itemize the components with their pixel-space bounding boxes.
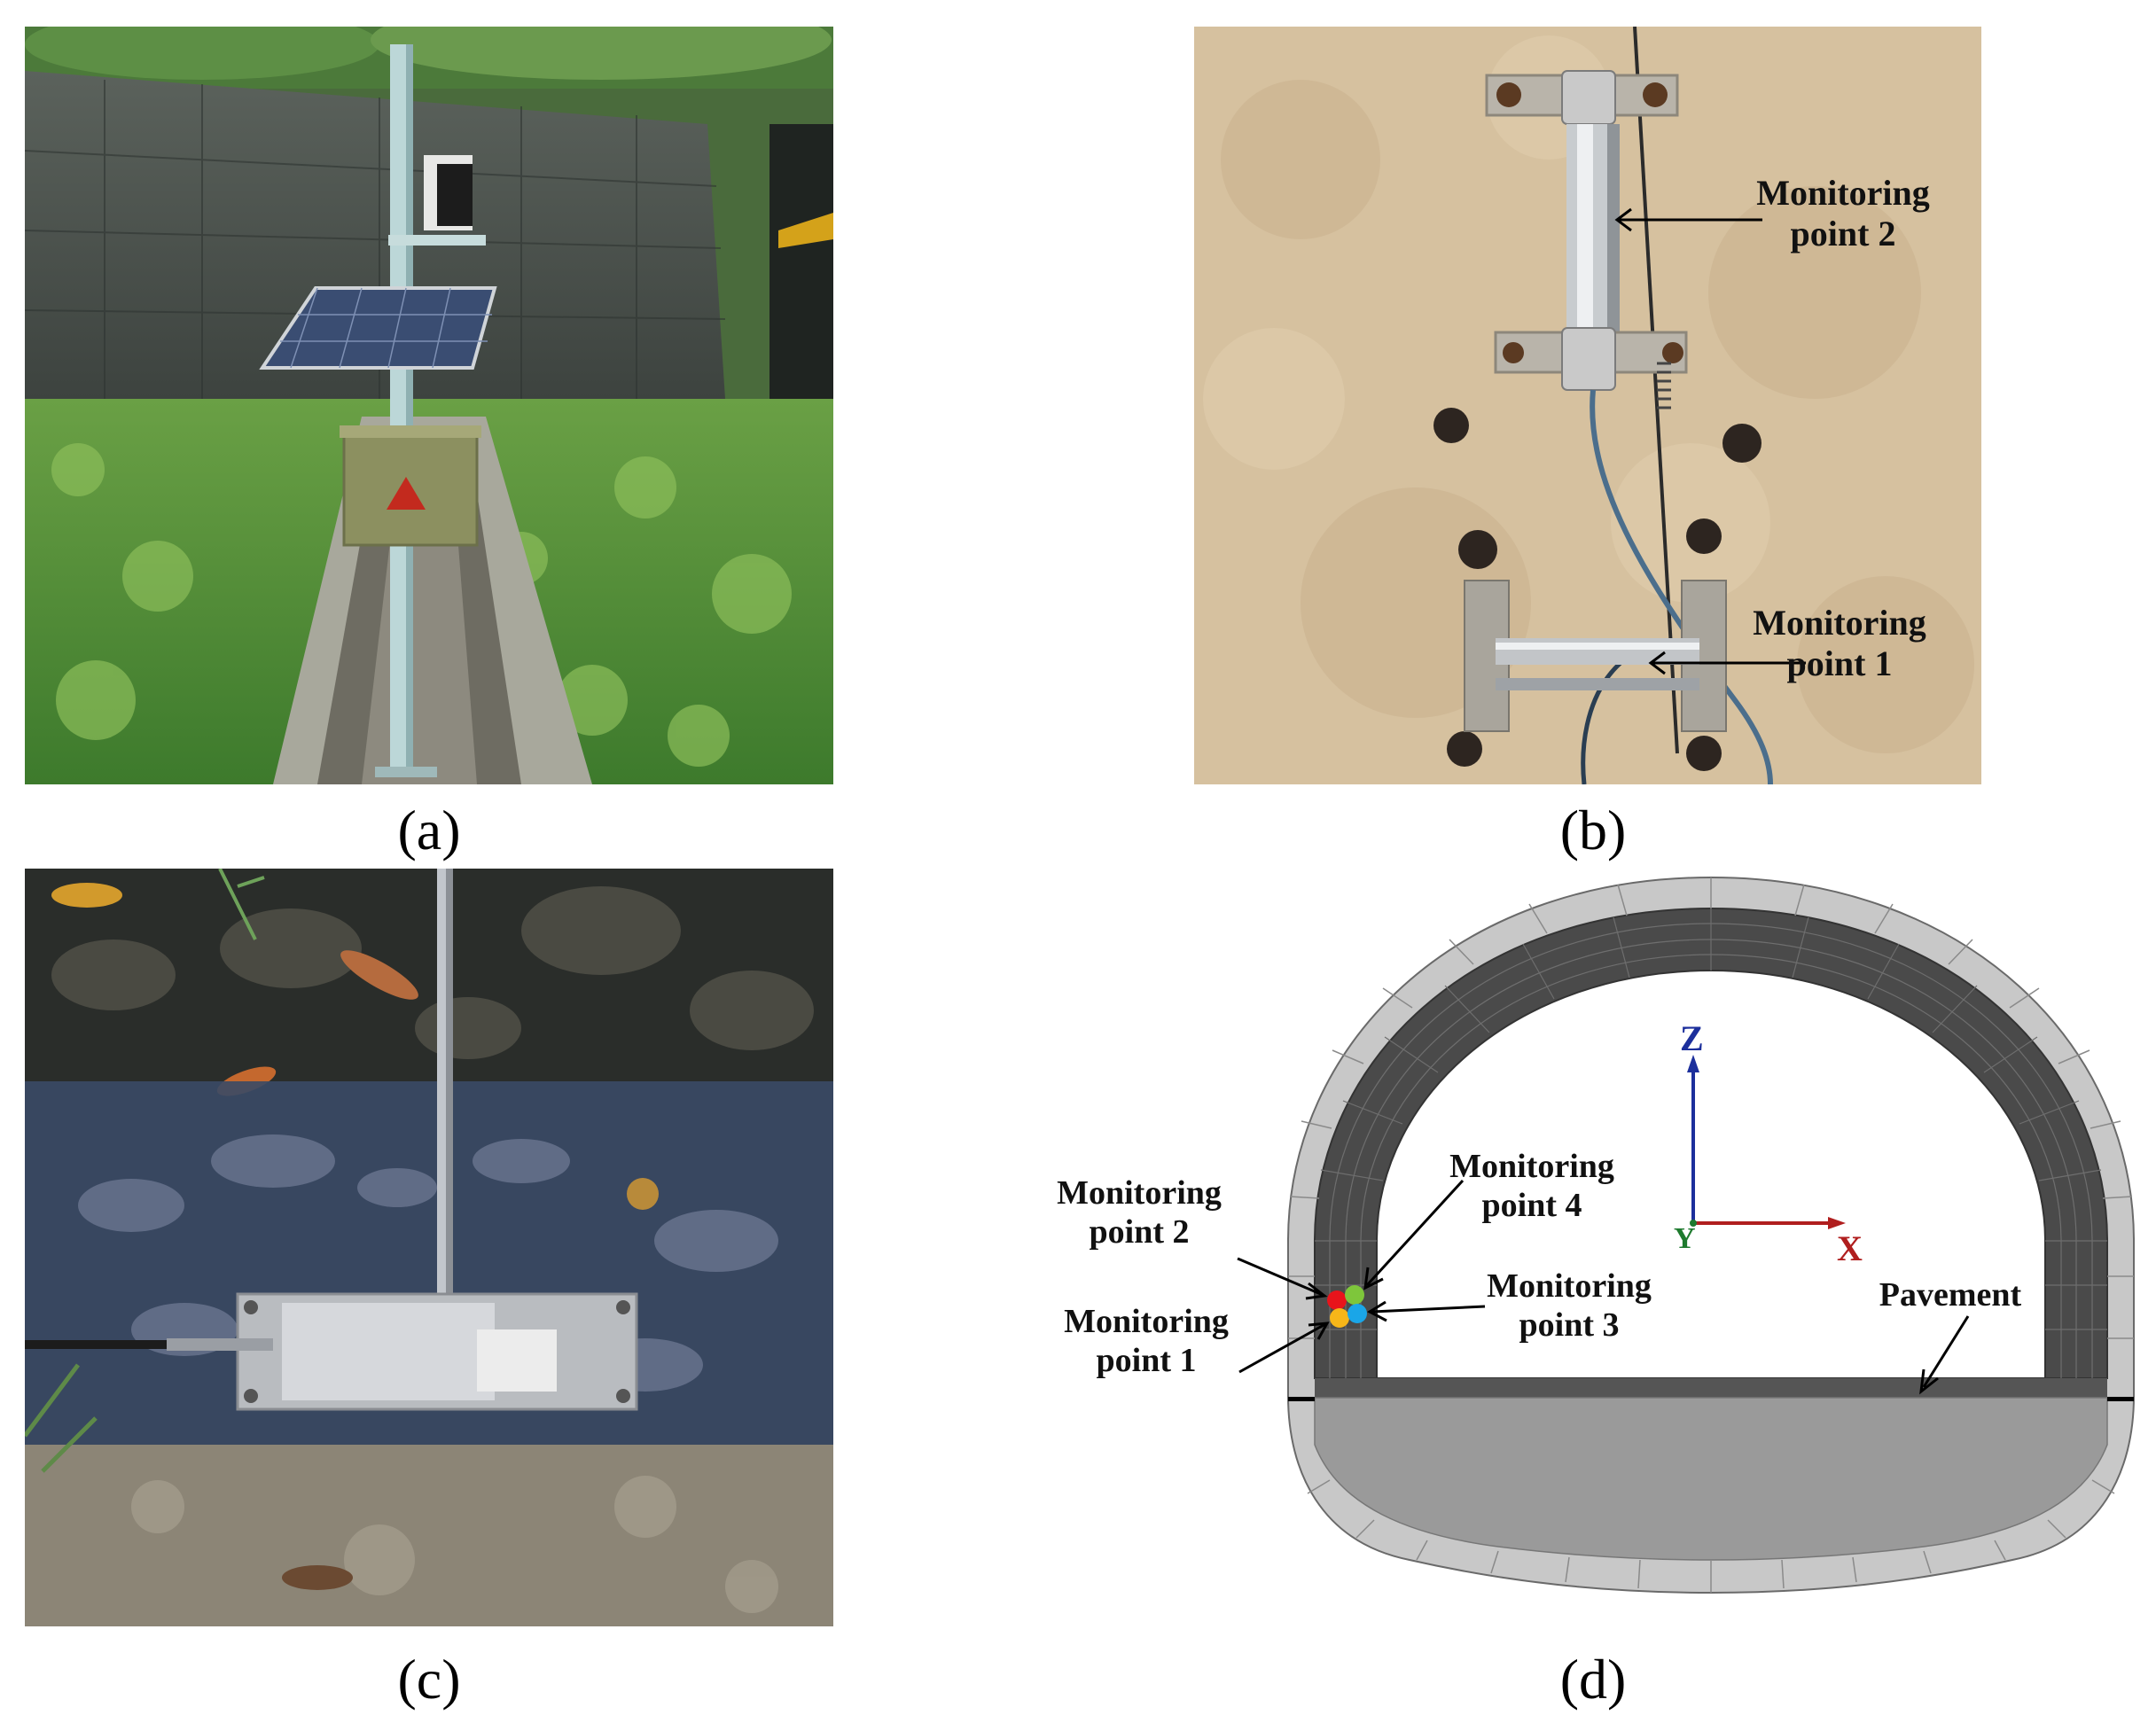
monitoring-point-2-dot <box>1327 1290 1347 1310</box>
label-line: Monitoring <box>1057 1174 1222 1212</box>
axis-y-label: Y <box>1674 1222 1696 1255</box>
caption-a: (a) <box>397 799 461 862</box>
panel-d-diagram: Z X Y Monitoring point 2 Monitoring poin… <box>1037 869 2156 1631</box>
label-line: Monitoring <box>1756 173 1930 213</box>
axis-z-label: Z <box>1680 1018 1704 1058</box>
label-line: point 2 <box>1089 1212 1190 1251</box>
label-line: Monitoring <box>1449 1148 1614 1185</box>
label-line: point 3 <box>1519 1306 1620 1344</box>
label-monitoring-point-1-b: Monitoring point 1 <box>1738 603 1941 684</box>
caption-b: (b) <box>1559 799 1627 862</box>
label-line: point 1 <box>1786 643 1893 683</box>
label-line: point 4 <box>1481 1186 1582 1224</box>
axis-x-label: X <box>1837 1228 1863 1268</box>
monitoring-point-4-dot <box>1345 1285 1364 1305</box>
label-pavement: Pavement <box>1879 1276 2022 1314</box>
label-line: point 1 <box>1096 1341 1197 1379</box>
label-line: Monitoring <box>1064 1303 1229 1340</box>
panel-c-photo <box>25 869 833 1626</box>
label-monitoring-point-3-d: Monitoring point 3 <box>1463 1267 1676 1345</box>
label-line: point 2 <box>1790 214 1896 253</box>
wall-sensor-photo <box>1194 27 1981 784</box>
caption-d: (d) <box>1559 1648 1627 1711</box>
water-sensor-photo <box>25 869 833 1626</box>
axis-origin <box>1690 1220 1697 1227</box>
label-line: Monitoring <box>1753 603 1926 643</box>
label-line: Monitoring <box>1487 1267 1652 1305</box>
label-monitoring-point-2-d: Monitoring point 2 <box>1037 1174 1241 1251</box>
label-monitoring-point-4-d: Monitoring point 4 <box>1426 1148 1638 1225</box>
panel-b-photo: Monitoring point 2 Monitoring point 1 <box>1194 27 1981 784</box>
label-monitoring-point-1-d: Monitoring point 1 <box>1044 1303 1248 1380</box>
tunnel-cross-section: Z X Y <box>1237 876 2135 1594</box>
label-monitoring-point-2-b: Monitoring point 2 <box>1746 173 1941 254</box>
monitoring-point-1-dot <box>1330 1308 1349 1328</box>
axis-x <box>1693 1217 1846 1229</box>
axis-z <box>1687 1055 1699 1223</box>
monitoring-point-3-dot <box>1348 1304 1367 1323</box>
caption-c: (c) <box>397 1648 461 1711</box>
panel-a-photo <box>25 27 833 784</box>
station-photo <box>25 27 833 784</box>
